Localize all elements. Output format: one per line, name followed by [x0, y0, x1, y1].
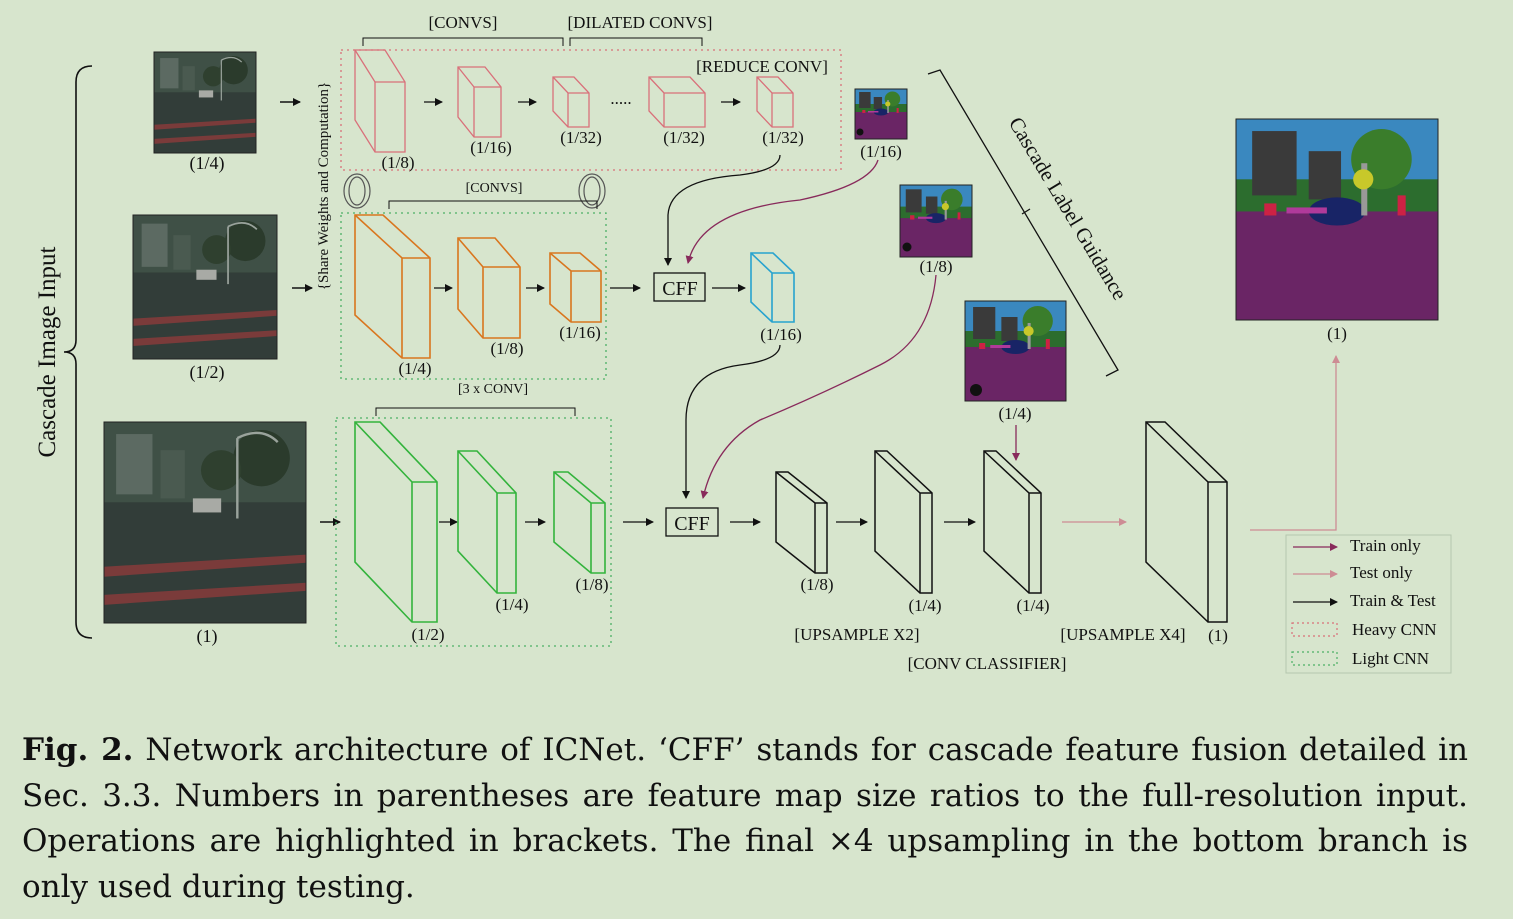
ratio-final-block: (1) [1208, 626, 1228, 645]
three-conv-label: [3 x CONV] [458, 382, 528, 397]
mid-block-2 [457, 237, 521, 339]
ratio-input-full: (1) [197, 626, 218, 647]
ellipsis-label: ..... [610, 89, 631, 108]
share-weights-label: {Share Weights and Computation} [316, 82, 332, 290]
share-weights-right-icon [578, 173, 606, 209]
seg-map-4 [964, 300, 1067, 402]
top-block-3 [552, 76, 590, 128]
convs-top-bracket [362, 37, 564, 46]
final-block [1145, 421, 1228, 623]
cff-label-2: CFF [674, 513, 710, 535]
icnet-architecture-diagram: Cascade Image Input (1/4) (1/2) (1) {Sha… [34, 13, 1452, 674]
top-block-4 [648, 76, 706, 128]
bot-block-3 [553, 471, 606, 574]
ratio-mid-b1: (1/4) [398, 359, 431, 378]
guidance-arrow-16-to-cff1 [685, 159, 879, 264]
ratio-top-b4: (1/32) [663, 128, 705, 147]
label-guidance-bracket-tip [1021, 208, 1031, 215]
arrow-cff1-to-cff2 [682, 344, 781, 499]
legend-heavy-cnn: Heavy CNN [1352, 620, 1437, 639]
light-cnn-region-mid [340, 212, 607, 380]
legend-heavy-swatch [1291, 622, 1338, 637]
mid-block-3 [549, 252, 602, 323]
bot-block-2 [457, 450, 517, 594]
cff-box-1 [653, 272, 706, 302]
cff1-output-block [750, 252, 795, 323]
ratio-up-b2: (1/4) [1016, 596, 1049, 615]
ratio-mid-b3: (1/16) [559, 323, 601, 342]
ratio-top-b1: (1/8) [381, 153, 414, 172]
ratio-seg-4: (1/4) [998, 404, 1031, 423]
test-only-output-arrow [1250, 355, 1340, 531]
ratio-seg-8: (1/8) [919, 257, 952, 276]
ratio-seg-out: (1) [1327, 324, 1347, 343]
seg-map-8 [899, 184, 973, 258]
dilated-convs-bracket [569, 37, 703, 46]
ratio-bot-b2: (1/4) [495, 595, 528, 614]
upsample-x2-label: [UPSAMPLE X2] [794, 625, 919, 644]
ratio-seg-16: (1/16) [860, 142, 902, 161]
ratio-bot-b3: (1/8) [575, 575, 608, 594]
up-block-1 [775, 471, 828, 574]
dilated-convs-label: [DILATED CONVS] [568, 13, 713, 32]
convs-top-label: [CONVS] [429, 13, 498, 32]
three-conv-bracket [375, 407, 576, 416]
legend-light-cnn: Light CNN [1352, 649, 1429, 668]
figure-caption: Fig. 2. Network architecture of ICNet. ‘… [22, 728, 1468, 910]
upsample-x4-label: [UPSAMPLE X4] [1060, 625, 1185, 644]
input-image-full [102, 420, 308, 625]
heavy-cnn-region [340, 49, 842, 171]
input-image-quarter [153, 51, 257, 154]
share-weights-left-icon [343, 173, 371, 209]
light-cnn-region-bot [335, 417, 612, 647]
top-block-5 [756, 76, 794, 128]
cascade-input-bracket [63, 65, 93, 639]
legend-test-only: Test only [1350, 563, 1413, 582]
cff-label-1: CFF [662, 278, 698, 300]
conv-classifier-label: [CONV CLASSIFIER] [908, 654, 1067, 673]
ratio-up-b1: (1/4) [908, 596, 941, 615]
ratio-top-b3: (1/32) [560, 128, 602, 147]
output-seg-map [1235, 118, 1439, 321]
figure-label: Fig. 2. [22, 732, 134, 768]
bot-block-1 [354, 421, 438, 623]
convs-mid-label: [CONVS] [466, 181, 523, 196]
up-block-2 [874, 450, 933, 594]
top-block-2 [457, 66, 502, 138]
caption-text: Network architecture of ICNet. ‘CFF’ sta… [22, 732, 1468, 905]
legend-train-test: Train & Test [1350, 591, 1436, 610]
convs-mid-bracket [388, 200, 598, 209]
legend-train-only: Train only [1350, 536, 1421, 555]
seg-map-16 [854, 88, 908, 140]
ratio-cff1-out: (1/16) [760, 325, 802, 344]
ratio-top-b5: (1/32) [762, 128, 804, 147]
mid-block-1 [354, 214, 431, 359]
cff-box-2 [665, 507, 719, 537]
label-guidance-bracket [927, 69, 1119, 377]
guidance-arrow-8-to-cff2 [700, 274, 937, 499]
legend-light-swatch [1291, 651, 1338, 666]
reduce-conv-label: [REDUCE CONV] [696, 57, 828, 76]
input-image-half [132, 214, 278, 360]
top-block-1 [354, 49, 406, 153]
legend: Train only Test only Train & Test Heavy … [1285, 534, 1452, 674]
ratio-input-quarter: (1/4) [190, 153, 225, 174]
cascade-input-label: Cascade Image Input [34, 246, 61, 457]
ratio-bot-b1: (1/2) [411, 625, 444, 644]
ratio-top-b2: (1/16) [470, 138, 512, 157]
ratio-up-b0: (1/8) [800, 575, 833, 594]
ratio-mid-b2: (1/8) [490, 339, 523, 358]
arrow-top-to-cff1 [664, 154, 781, 266]
label-guidance-text: Cascade Label Guidance [1004, 113, 1132, 304]
ratio-input-half: (1/2) [190, 362, 225, 383]
up-block-3 [983, 450, 1042, 594]
